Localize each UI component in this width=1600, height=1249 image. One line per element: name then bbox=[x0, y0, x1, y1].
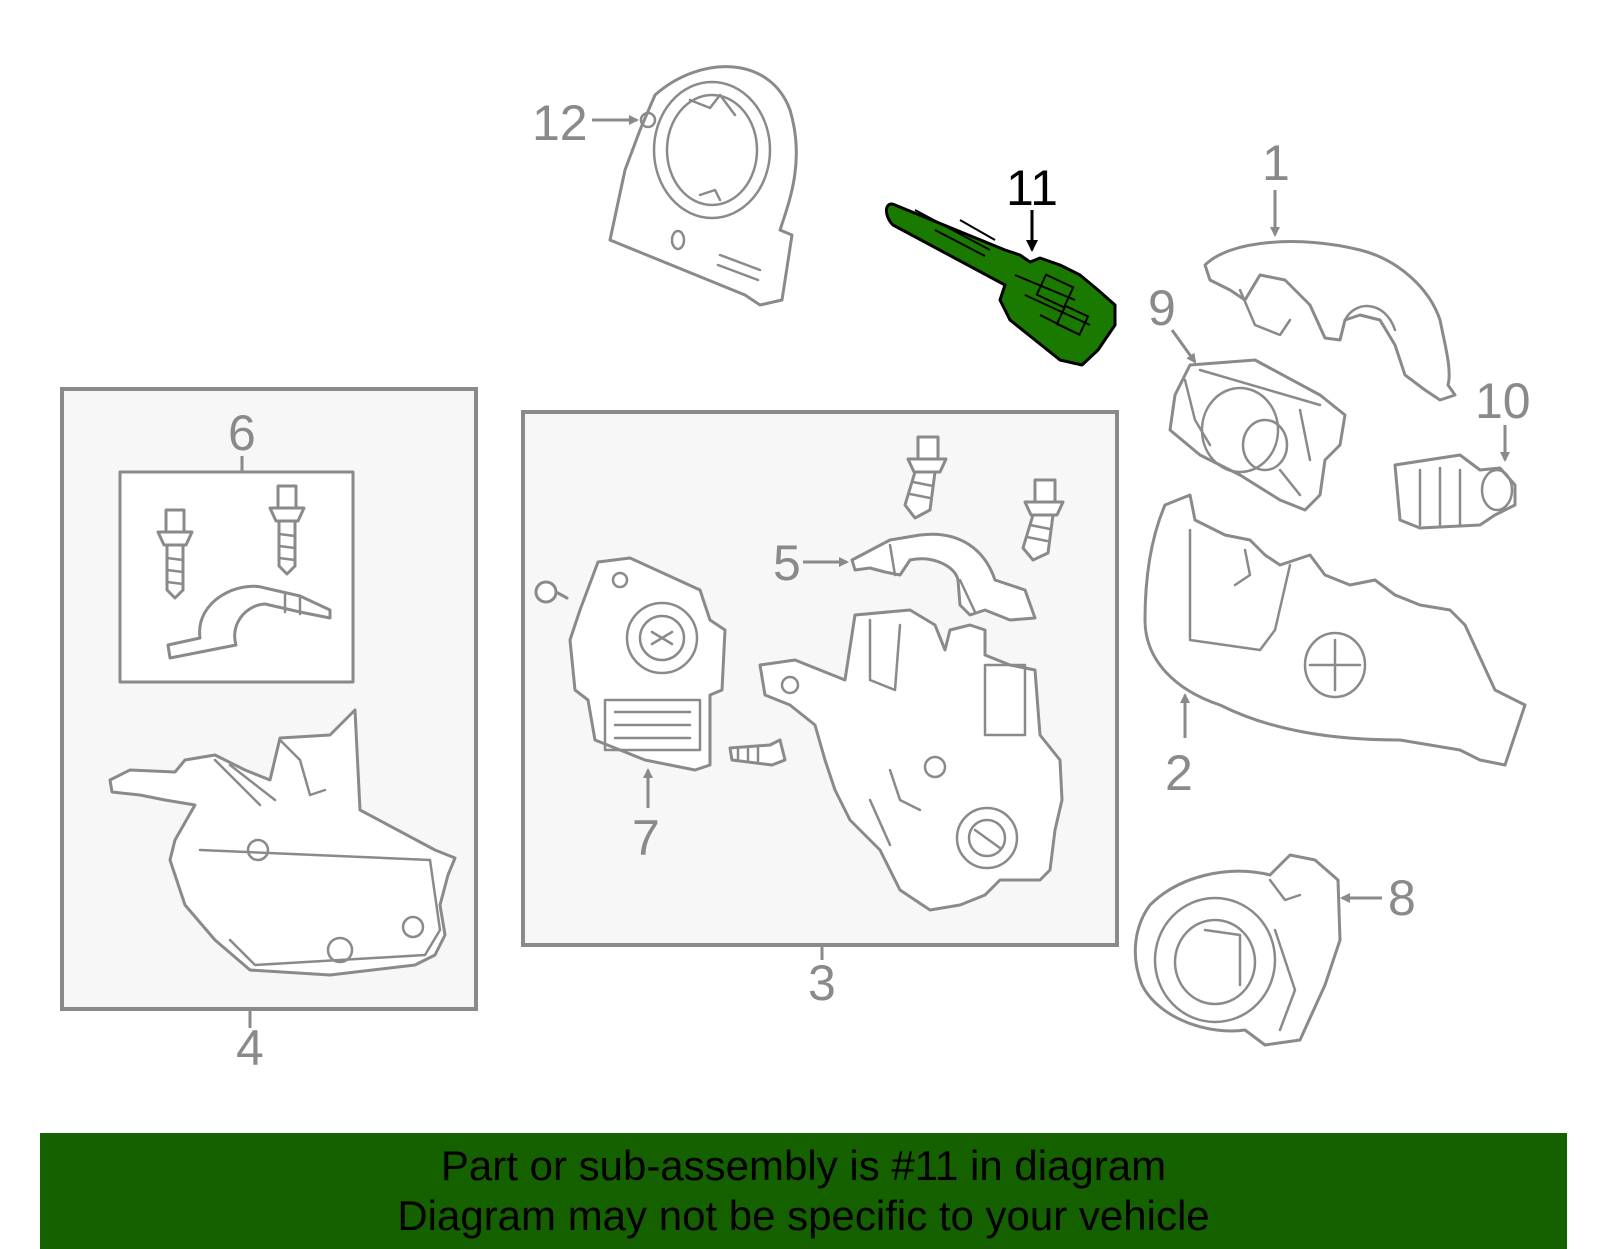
svg-text:8: 8 bbox=[1388, 870, 1416, 926]
callout-1: 1 bbox=[1262, 135, 1290, 237]
svg-text:2: 2 bbox=[1165, 745, 1193, 801]
svg-text:6: 6 bbox=[228, 405, 256, 461]
part-1-upper-column-cover[interactable] bbox=[1203, 240, 1457, 402]
banner-line-part: Part or sub-assembly is #11 in diagram bbox=[440, 1142, 1167, 1189]
callout-5: 5 bbox=[773, 535, 849, 591]
part-10-wiper-switch[interactable] bbox=[1393, 453, 1517, 530]
callout-2: 2 bbox=[1165, 693, 1193, 801]
part-12-spiral-cable[interactable] bbox=[608, 65, 798, 307]
panel-3-ignition-assembly bbox=[521, 410, 1119, 947]
svg-text:10: 10 bbox=[1475, 373, 1531, 429]
callout-4: 4 bbox=[236, 1010, 264, 1076]
svg-text:5: 5 bbox=[773, 535, 801, 591]
callout-3: 3 bbox=[808, 945, 836, 1011]
callout-8: 8 bbox=[1340, 870, 1416, 926]
svg-text:7: 7 bbox=[632, 810, 660, 866]
svg-text:9: 9 bbox=[1148, 280, 1176, 336]
callout-12: 12 bbox=[532, 95, 639, 151]
panel-4-steering-lock-kit bbox=[60, 387, 478, 1011]
part-2-lower-column-cover[interactable] bbox=[1143, 493, 1527, 767]
bolt-icon bbox=[268, 484, 306, 576]
callout-11: 11 bbox=[1006, 160, 1058, 252]
callout-6: 6 bbox=[228, 405, 256, 472]
callout-7: 7 bbox=[632, 768, 660, 866]
banner-line-disclaimer: Diagram may not be specific to your vehi… bbox=[397, 1192, 1210, 1239]
part-9-switch-assembly[interactable] bbox=[1168, 358, 1347, 512]
svg-text:1: 1 bbox=[1262, 135, 1290, 191]
callout-9: 9 bbox=[1148, 280, 1197, 364]
svg-text:4: 4 bbox=[236, 1020, 264, 1076]
svg-text:11: 11 bbox=[1006, 160, 1058, 216]
callout-10: 10 bbox=[1475, 373, 1531, 462]
svg-text:3: 3 bbox=[808, 955, 836, 1011]
parts-diagram: 12 11 1 9 10 bbox=[60, 65, 1531, 1076]
bolt-icon bbox=[156, 508, 194, 600]
svg-text:12: 12 bbox=[532, 95, 588, 151]
bolt-icon bbox=[903, 435, 948, 520]
bolt-icon bbox=[1021, 478, 1065, 562]
part-11-combination-switch[interactable] bbox=[885, 202, 1117, 367]
info-banner: Part or sub-assembly is #11 in diagram D… bbox=[40, 1133, 1567, 1249]
part-8-ignition-bezel[interactable] bbox=[1133, 853, 1342, 1047]
